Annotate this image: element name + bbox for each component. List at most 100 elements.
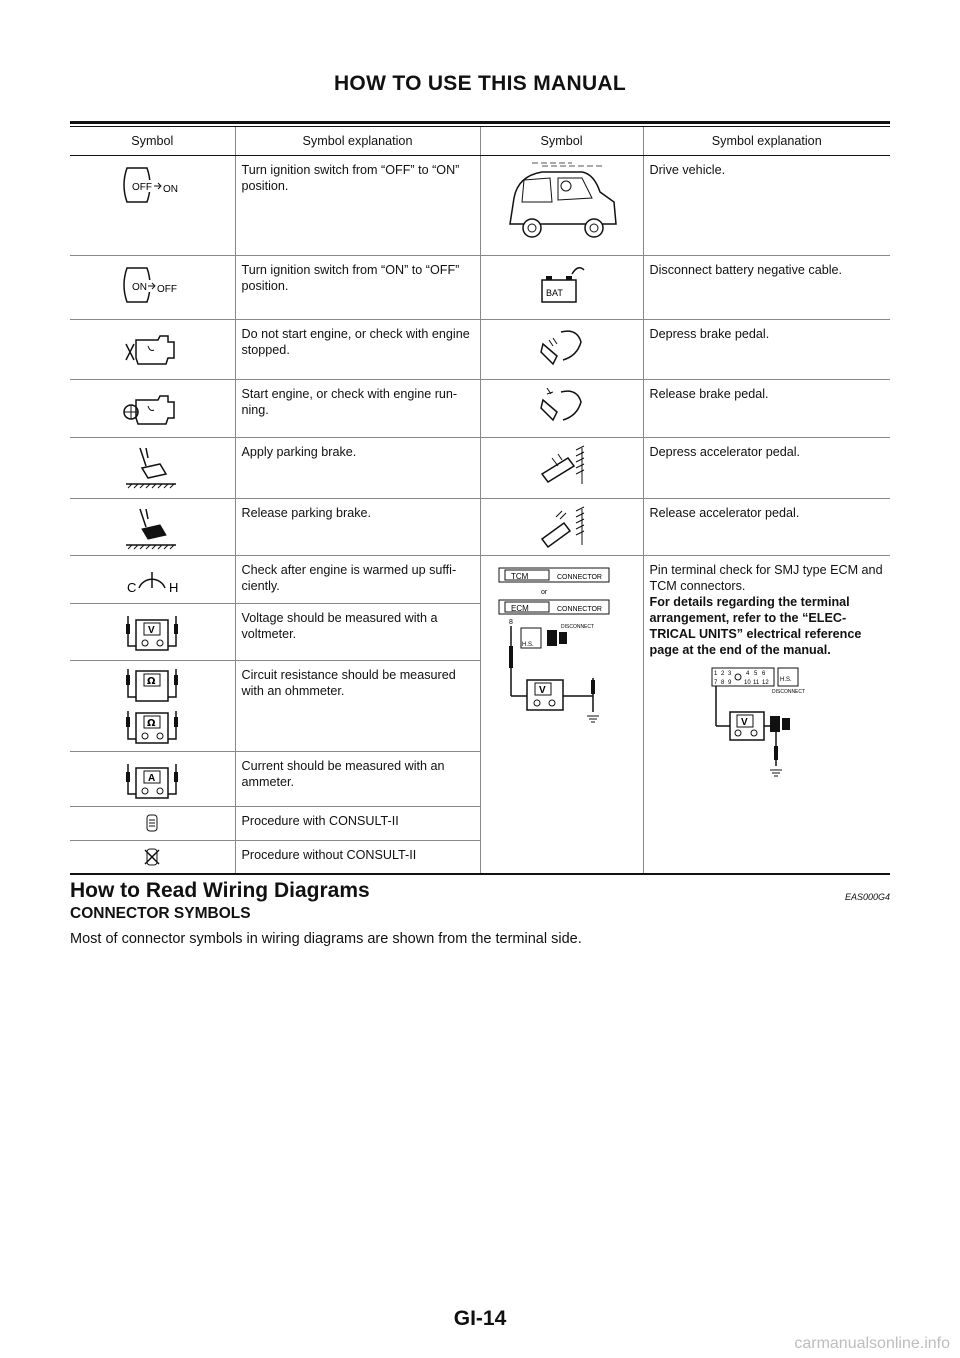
- svg-text:12: 12: [762, 680, 769, 686]
- engine-stopped-icon: [70, 319, 235, 380]
- svg-text:1: 1: [714, 671, 718, 677]
- ohmmeter-icon: Ω Ω: [70, 660, 235, 752]
- table-row: A Current should be measured with an amm…: [70, 751, 890, 807]
- svg-text:H.S.: H.S.: [780, 677, 792, 683]
- row5-right-text: Depress accelerator pedal.: [642, 437, 890, 499]
- svg-text:Ω: Ω: [147, 676, 156, 687]
- row2-right-text: Disconnect battery negative cable.: [642, 255, 890, 320]
- pin-check-bold-text: For details regarding the terminal arran…: [649, 595, 862, 657]
- svg-text:8: 8: [721, 680, 725, 686]
- ignition-on-to-off-icon: ON OFF: [70, 255, 235, 320]
- row5-left-text: Apply parking brake.: [234, 437, 480, 499]
- apply-parking-brake-icon: [70, 437, 235, 499]
- without-consult-ii-icon: [70, 840, 235, 874]
- svg-text:DISCONNECT: DISCONNECT: [561, 624, 594, 630]
- svg-text:5: 5: [754, 671, 758, 677]
- svg-text:V: V: [539, 685, 546, 696]
- battery-disconnect-icon: BAT: [479, 255, 643, 320]
- page-number: GI-14: [453, 1307, 507, 1330]
- drive-vehicle-icon: [479, 155, 643, 256]
- row2-left-text: Turn ignition switch from “ON” to “OFF” …: [234, 255, 480, 320]
- table-bottom-rule: [70, 873, 890, 875]
- depress-brake-pedal-icon: [479, 319, 643, 380]
- svg-text:3: 3: [728, 671, 732, 677]
- consult-ii-icon: [70, 806, 235, 841]
- symbol-table: Symbol Symbol explanation Symbol Symbol …: [70, 127, 890, 874]
- svg-text:TCM: TCM: [511, 572, 529, 581]
- svg-text:V: V: [741, 717, 748, 728]
- header-rule-thin: [70, 126, 890, 127]
- subsection-title: CONNECTOR SYMBOLS: [70, 905, 251, 922]
- svg-text:C: C: [127, 580, 136, 595]
- ammeter-icon: A: [70, 751, 235, 807]
- page-title: HOW TO USE THIS MANUAL: [333, 72, 627, 95]
- svg-text:Ω: Ω: [147, 718, 156, 729]
- svg-text:4: 4: [746, 671, 750, 677]
- col-header-explanation: Symbol explanation: [234, 127, 480, 156]
- svg-text:11: 11: [753, 680, 760, 686]
- col-header-symbol: Symbol: [70, 127, 235, 156]
- pin-arrangement-diagram: 1 2 3 4 5 6 7 8 9 10 11 12: [711, 667, 805, 777]
- svg-text:8: 8: [509, 619, 513, 626]
- release-brake-pedal-icon: [479, 379, 643, 438]
- row6-right-text: Release accelerator pedal.: [642, 498, 890, 556]
- svg-text:CONNECTOR: CONNECTOR: [557, 606, 602, 613]
- svg-text:10: 10: [744, 680, 751, 686]
- svg-text:2: 2: [721, 671, 725, 677]
- table-row: Start engine, or check with engine run-n…: [70, 379, 890, 438]
- row4-right-text: Release brake pedal.: [642, 379, 890, 438]
- release-parking-brake-icon: [70, 498, 235, 556]
- row6-left-text: Release parking brake.: [234, 498, 480, 556]
- table-row: C H Check after engine is warmed up suff…: [70, 555, 890, 874]
- svg-text:OFF: OFF: [132, 182, 152, 193]
- release-accelerator-icon: [479, 498, 643, 556]
- engine-running-icon: [70, 379, 235, 438]
- row9-left-text: Circuit resistance should be measured wi…: [234, 660, 480, 752]
- table-row: Apply parking brake. Depress accelerator…: [70, 437, 890, 499]
- table-row: ON OFF Turn ignition switch from “ON” to…: [70, 255, 890, 320]
- svg-text:DISCONNECT: DISCONNECT: [772, 689, 805, 695]
- svg-text:OFF: OFF: [157, 284, 177, 295]
- section-title: How to Read Wiring Diagrams: [70, 879, 370, 902]
- svg-text:or: or: [541, 589, 548, 596]
- row1-left-text: Turn ignition switch from “OFF” to “ON” …: [234, 155, 480, 256]
- section-code: EAS000G4: [844, 892, 890, 902]
- svg-text:H: H: [169, 580, 178, 595]
- svg-text:V: V: [148, 625, 155, 636]
- svg-text:A: A: [148, 773, 155, 784]
- pin-check-diagram: TCM CONNECTOR or ECM CONNECTOR 8 H.S. DI…: [498, 567, 609, 723]
- table-row: Procedure without CONSULT-II: [70, 840, 890, 874]
- table-row: V Voltage should be measured with a volt…: [70, 603, 890, 661]
- voltmeter-icon: V: [70, 603, 235, 661]
- table-row: Do not start engine, or check with engin…: [70, 319, 890, 380]
- row11-left-text: Procedure with CONSULT-II: [234, 806, 480, 841]
- row12-left-text: Procedure without CONSULT-II: [234, 840, 480, 874]
- svg-text:H.S.: H.S.: [522, 642, 534, 648]
- row4-left-text: Start engine, or check with engine run-n…: [234, 379, 480, 438]
- table-header-row: Symbol Symbol explanation Symbol Symbol …: [70, 127, 890, 156]
- row10-left-text: Current should be measured with an ammet…: [234, 751, 480, 807]
- svg-text:ON: ON: [163, 184, 178, 195]
- table-row: Procedure with CONSULT-II: [70, 806, 890, 841]
- pin-check-diagram-cell: TCM CONNECTOR or ECM CONNECTOR 8 H.S. DI…: [479, 555, 643, 874]
- pin-check-text: Pin terminal check for SMJ type ECM and …: [649, 563, 883, 593]
- row8-left-text: Voltage should be measured with a voltme…: [234, 603, 480, 661]
- watermark: carmanualsonline.info: [794, 1335, 950, 1352]
- header-rule-top: [70, 121, 890, 124]
- table-row: Release parking brake. Release accelerat…: [70, 498, 890, 556]
- row3-right-text: Depress brake pedal.: [642, 319, 890, 380]
- row3-left-text: Do not start engine, or check with engin…: [234, 319, 480, 380]
- col-header-symbol-2: Symbol: [479, 127, 643, 156]
- depress-accelerator-icon: [479, 437, 643, 499]
- row7-left-text: Check after engine is warmed up suffi-ci…: [234, 555, 480, 604]
- pin-check-text-cell: Pin terminal check for SMJ type ECM and …: [642, 555, 890, 874]
- col-header-explanation-2: Symbol explanation: [642, 127, 890, 156]
- ignition-off-to-on-icon: OFF ON: [70, 156, 235, 256]
- row1-right-text: Drive vehicle.: [642, 155, 890, 256]
- table-row: OFF ON Turn ignition switch from “OFF” t…: [70, 155, 890, 256]
- svg-text:ECM: ECM: [511, 604, 529, 613]
- temperature-gauge-icon: C H: [70, 555, 235, 604]
- svg-text:CONNECTOR: CONNECTOR: [557, 574, 602, 581]
- svg-text:BAT: BAT: [546, 288, 563, 298]
- svg-text:6: 6: [762, 671, 766, 677]
